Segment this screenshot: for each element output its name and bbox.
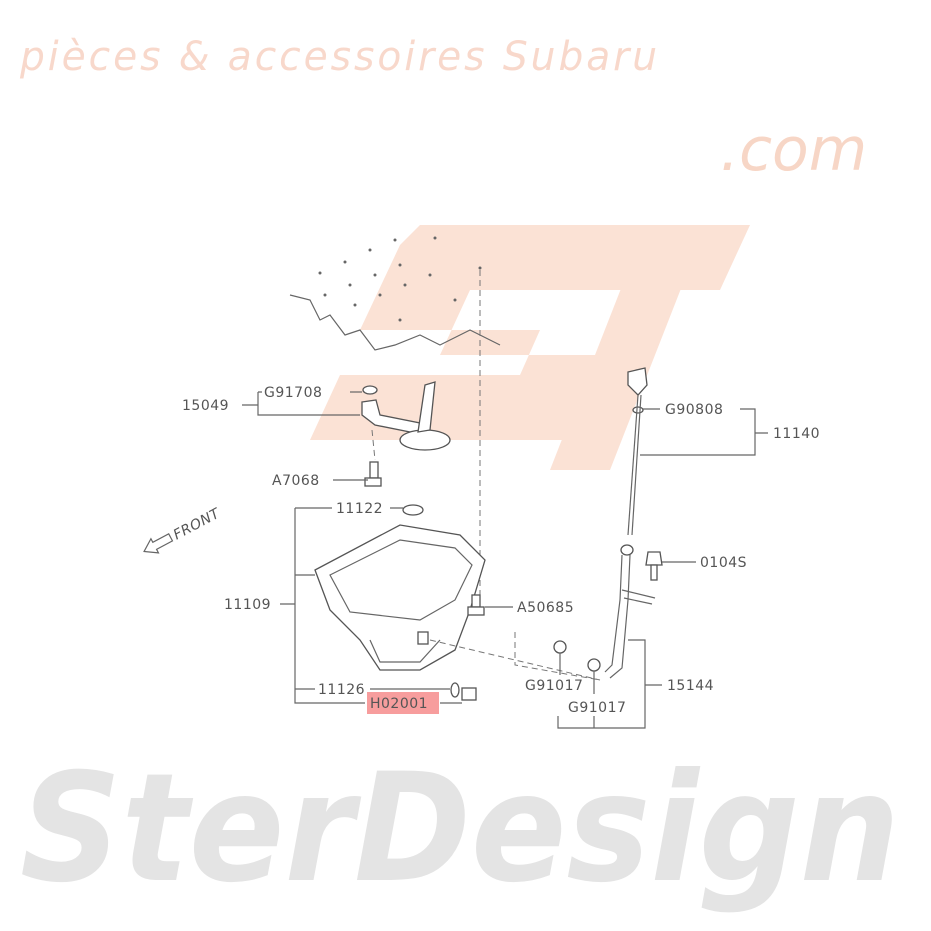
part-label-g91017-b[interactable]: G91017 xyxy=(568,700,626,716)
leader-lines xyxy=(242,391,768,729)
part-label-a7068[interactable]: A7068 xyxy=(272,473,320,489)
watermark-domain: .com xyxy=(720,115,867,185)
part-label-11126[interactable]: 11126 xyxy=(318,682,365,698)
part-label-a50685[interactable]: A50685 xyxy=(517,600,574,616)
part-label-11122[interactable]: 11122 xyxy=(336,501,383,517)
part-label-0104s[interactable]: 0104S xyxy=(700,555,747,571)
engine-block xyxy=(289,236,501,351)
highlight-box xyxy=(367,692,439,714)
oil-pan xyxy=(314,504,601,701)
watermark-brand: SterDesign xyxy=(20,742,900,916)
part-label-g90808[interactable]: G90808 xyxy=(665,402,723,418)
part-label-11140[interactable]: 11140 xyxy=(773,426,820,442)
dipstick xyxy=(627,367,648,536)
part-label-g91708[interactable]: G91708 xyxy=(264,385,322,401)
part-label-h02001[interactable]: H02001 xyxy=(370,696,428,712)
part-label-15049[interactable]: 15049 xyxy=(182,398,229,414)
part-label-15144[interactable]: 15144 xyxy=(667,678,714,694)
part-label-11109[interactable]: 11109 xyxy=(224,597,271,613)
dipstick-tube xyxy=(553,544,663,679)
watermark-logo xyxy=(310,225,750,470)
front-direction-indicator: FRONT xyxy=(143,505,224,554)
part-label-g91017-a[interactable]: G91017 xyxy=(525,678,583,694)
watermark-tagline: pièces & accessoires Subaru xyxy=(19,34,660,80)
front-label: FRONT xyxy=(171,505,224,543)
oil-strainer xyxy=(361,381,451,487)
